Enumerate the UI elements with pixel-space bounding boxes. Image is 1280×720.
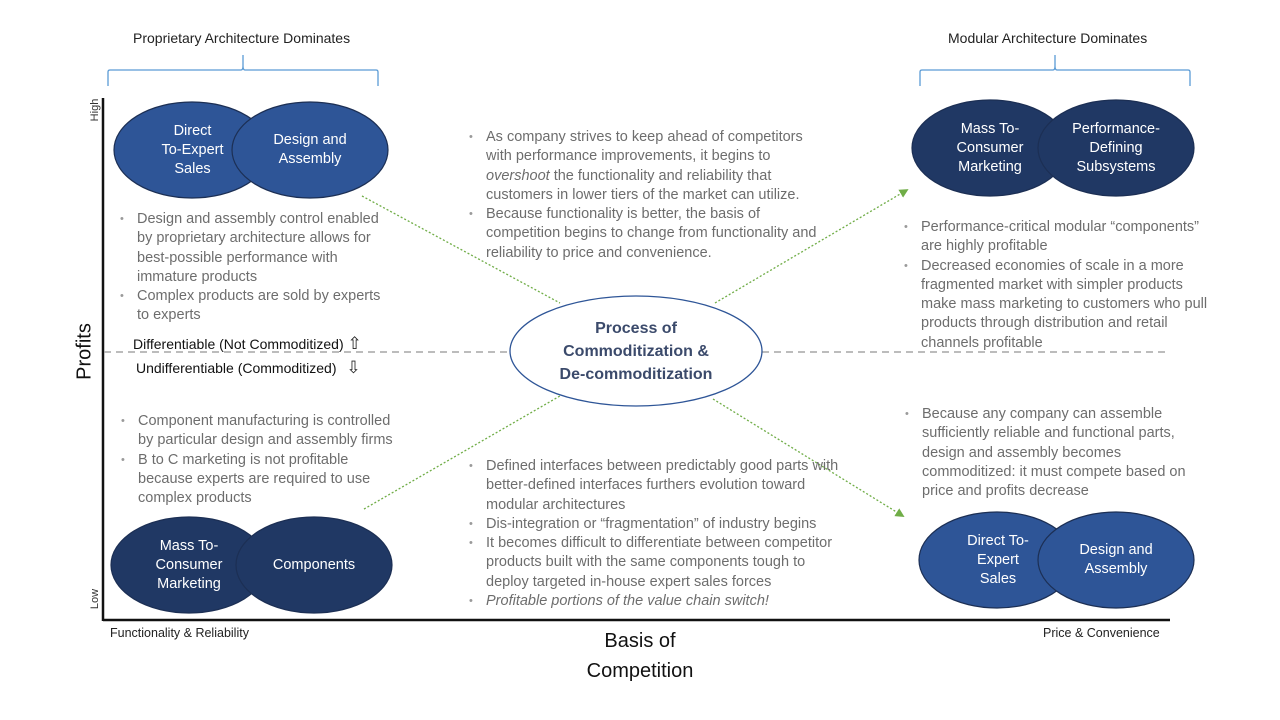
x-axis-right-label: Price & Convenience	[1043, 626, 1160, 640]
center-process-label: Process of Commoditization & De-commodit…	[520, 310, 752, 392]
bullets-top-center: As company strives to keep ahead of comp…	[466, 128, 818, 263]
circle-label-mass-consumer-top: Mass To- Consumer Marketing	[956, 120, 1024, 175]
bullets-top-left: Design and assembly control enabled by p…	[117, 210, 389, 326]
list-item: Design and assembly control enabled by p…	[117, 210, 389, 287]
down-arrow-icon: ⇩	[346, 358, 361, 377]
circle-design-and-assembly-top	[231, 101, 389, 199]
arrow-center-to-bottom-right	[712, 398, 905, 517]
right-bracket	[919, 55, 1191, 86]
bullets-top-right: Performance-critical modular “components…	[901, 218, 1213, 353]
header-proprietary: Proprietary Architecture Dominates	[133, 30, 351, 46]
differentiable-text: Differentiable (Not Commoditized)	[133, 336, 344, 352]
circle-label-design-assembly-bottom: Design and Assembly	[1079, 542, 1153, 577]
circle-label-direct-to-expert-top: Direct To-Expert Sales	[161, 122, 224, 177]
arrow-top-left-to-center	[361, 195, 561, 304]
left-bracket	[107, 55, 379, 86]
list-item: Because any company can assemble suffici…	[902, 405, 1192, 501]
bullets-bottom-center: Defined interfaces between predictably g…	[466, 457, 840, 612]
bullets-bottom-left: Component manufacturing is controlled by…	[118, 412, 404, 508]
list-item: Component manufacturing is controlled by…	[118, 412, 404, 451]
list-item: Dis-integration or “fragmentation” of in…	[466, 515, 840, 535]
undifferentiable-text: Undifferentiable (Commoditized)	[136, 360, 337, 376]
list-item: Profitable portions of the value chain s…	[466, 592, 840, 612]
center-process-ellipse	[509, 295, 763, 407]
bullets-bottom-right: Because any company can assemble suffici…	[902, 405, 1192, 501]
x-axis-title-line2: Competition	[586, 660, 694, 682]
header-modular: Modular Architecture Dominates	[948, 30, 1148, 46]
circle-label-direct-to-expert-bottom: Direct To- Expert Sales	[967, 532, 1029, 587]
circle-performance-subsystems	[1037, 99, 1195, 197]
list-item: Defined interfaces between predictably g…	[466, 457, 840, 515]
differentiable-label: Differentiable (Not Commoditized) ⇧	[133, 334, 362, 354]
list-item: It becomes difficult to differentiate be…	[466, 534, 840, 592]
list-item: Decreased economies of scale in a more f…	[901, 257, 1213, 353]
list-item: As company strives to keep ahead of comp…	[466, 128, 818, 205]
center-line2: Commoditization &	[563, 342, 709, 360]
y-axis-title: Profits	[73, 323, 96, 380]
x-axis-title-line1: Basis of	[604, 630, 676, 652]
list-item: Performance-critical modular “components…	[901, 218, 1213, 257]
undifferentiable-label: Undifferentiable (Commoditized) ⇩	[136, 358, 361, 378]
circle-label-design-assembly-top: Design and Assembly	[273, 132, 347, 167]
circle-label-mass-consumer-bottom: Mass To- Consumer Marketing	[155, 537, 223, 592]
up-arrow-icon: ⇧	[347, 334, 362, 353]
circle-label-components: Components	[272, 556, 356, 573]
circle-label-performance-subsystems: Performance- Defining Subsystems	[1072, 120, 1160, 175]
circle-components	[235, 516, 393, 614]
arrow-center-to-top-right	[714, 189, 909, 304]
center-line3: De-commoditization	[559, 365, 713, 383]
circle-design-and-assembly-bottom	[1037, 511, 1195, 609]
list-item: Complex products are sold by experts to …	[117, 287, 389, 326]
y-axis-low-label: Low	[89, 588, 101, 610]
list-item: B to C marketing is not profitable becau…	[118, 451, 404, 509]
list-item: Because functionality is better, the bas…	[466, 205, 818, 263]
x-axis-left-label: Functionality & Reliability	[110, 626, 249, 640]
x-axis-title: Basis of Competition	[540, 626, 740, 686]
y-axis-high-label: High	[89, 98, 101, 122]
center-line1: Process of	[595, 319, 677, 337]
